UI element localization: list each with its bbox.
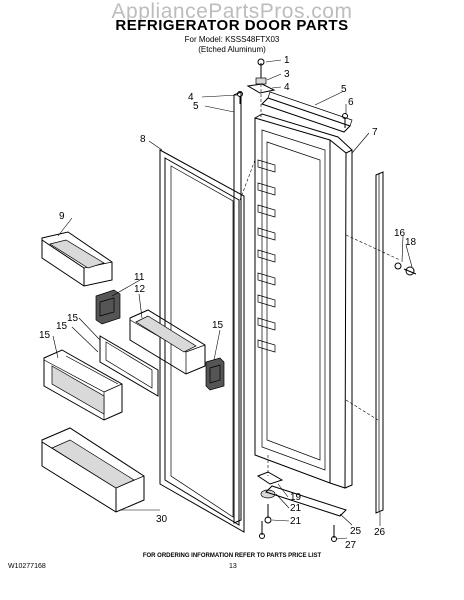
callout-27: 9 bbox=[59, 211, 65, 222]
callout-9: 8 bbox=[140, 134, 146, 145]
callout-18: 5 bbox=[193, 101, 199, 112]
callout-5-top: 1 bbox=[284, 55, 290, 66]
callout-21-right: 15 bbox=[212, 320, 224, 331]
callout-26: 15 bbox=[39, 330, 51, 341]
leader-lines bbox=[52, 59, 413, 540]
callout-15-topleft: 4 bbox=[188, 92, 194, 103]
door-bin-26 bbox=[43, 349, 123, 421]
callout-6: 21 bbox=[290, 503, 302, 514]
top-hinge-assembly bbox=[237, 58, 353, 133]
callout-4-bottom: 19 bbox=[290, 492, 302, 503]
side-screw-assembly bbox=[394, 262, 417, 276]
callout-labels: 1 3 4 4 5 5 6 7 8 9 11 12 15 15 15 15 16… bbox=[39, 55, 417, 551]
callout-15-bottom: 27 bbox=[345, 540, 357, 551]
model-line: For Model: KSSS48FTX03 bbox=[184, 35, 280, 44]
callout-3: 3 bbox=[284, 69, 290, 80]
callout-8: 15 bbox=[67, 313, 79, 324]
callout-4-top: 4 bbox=[284, 82, 290, 93]
watermark: AppliancePartsPros.com bbox=[111, 0, 353, 23]
callout-21-top: 11 bbox=[134, 272, 145, 283]
callout-15-topright: 6 bbox=[348, 97, 354, 108]
door-shelf-ribs bbox=[257, 159, 276, 353]
callout-1: 7 bbox=[372, 127, 378, 138]
door-bin-30 bbox=[41, 427, 145, 513]
callout-11: 26 bbox=[374, 527, 386, 538]
page-title: REFRIGERATOR DOOR PARTS bbox=[115, 17, 349, 34]
dairy-cover-8 bbox=[99, 335, 159, 397]
callout-7: 15 bbox=[56, 321, 68, 332]
dairy-cover-bracket bbox=[95, 289, 121, 325]
callout-30: 30 bbox=[156, 514, 168, 525]
callout-15-side: 18 bbox=[405, 237, 417, 248]
callout-12: 16 bbox=[394, 228, 406, 239]
bottom-hinge-assembly bbox=[256, 455, 347, 542]
door-bin-27 bbox=[41, 231, 113, 287]
page-number: 13 bbox=[229, 563, 237, 570]
door-gasket bbox=[159, 149, 245, 533]
callout-19: 25 bbox=[350, 526, 362, 537]
door-assembly bbox=[239, 113, 401, 514]
callout-16: 5 bbox=[341, 84, 347, 95]
dairy-compartment-25 bbox=[129, 309, 206, 375]
breaker-strip bbox=[233, 91, 242, 524]
document-number: W10277168 bbox=[8, 563, 46, 570]
ordering-note: FOR ORDERING INFORMATION REFER TO PARTS … bbox=[142, 553, 322, 559]
dairy-bracket-right bbox=[205, 357, 225, 391]
finish-line: (Etched Aluminum) bbox=[198, 45, 266, 54]
callout-25: 12 bbox=[134, 284, 146, 295]
callout-5-bottom: 21 bbox=[290, 516, 302, 527]
